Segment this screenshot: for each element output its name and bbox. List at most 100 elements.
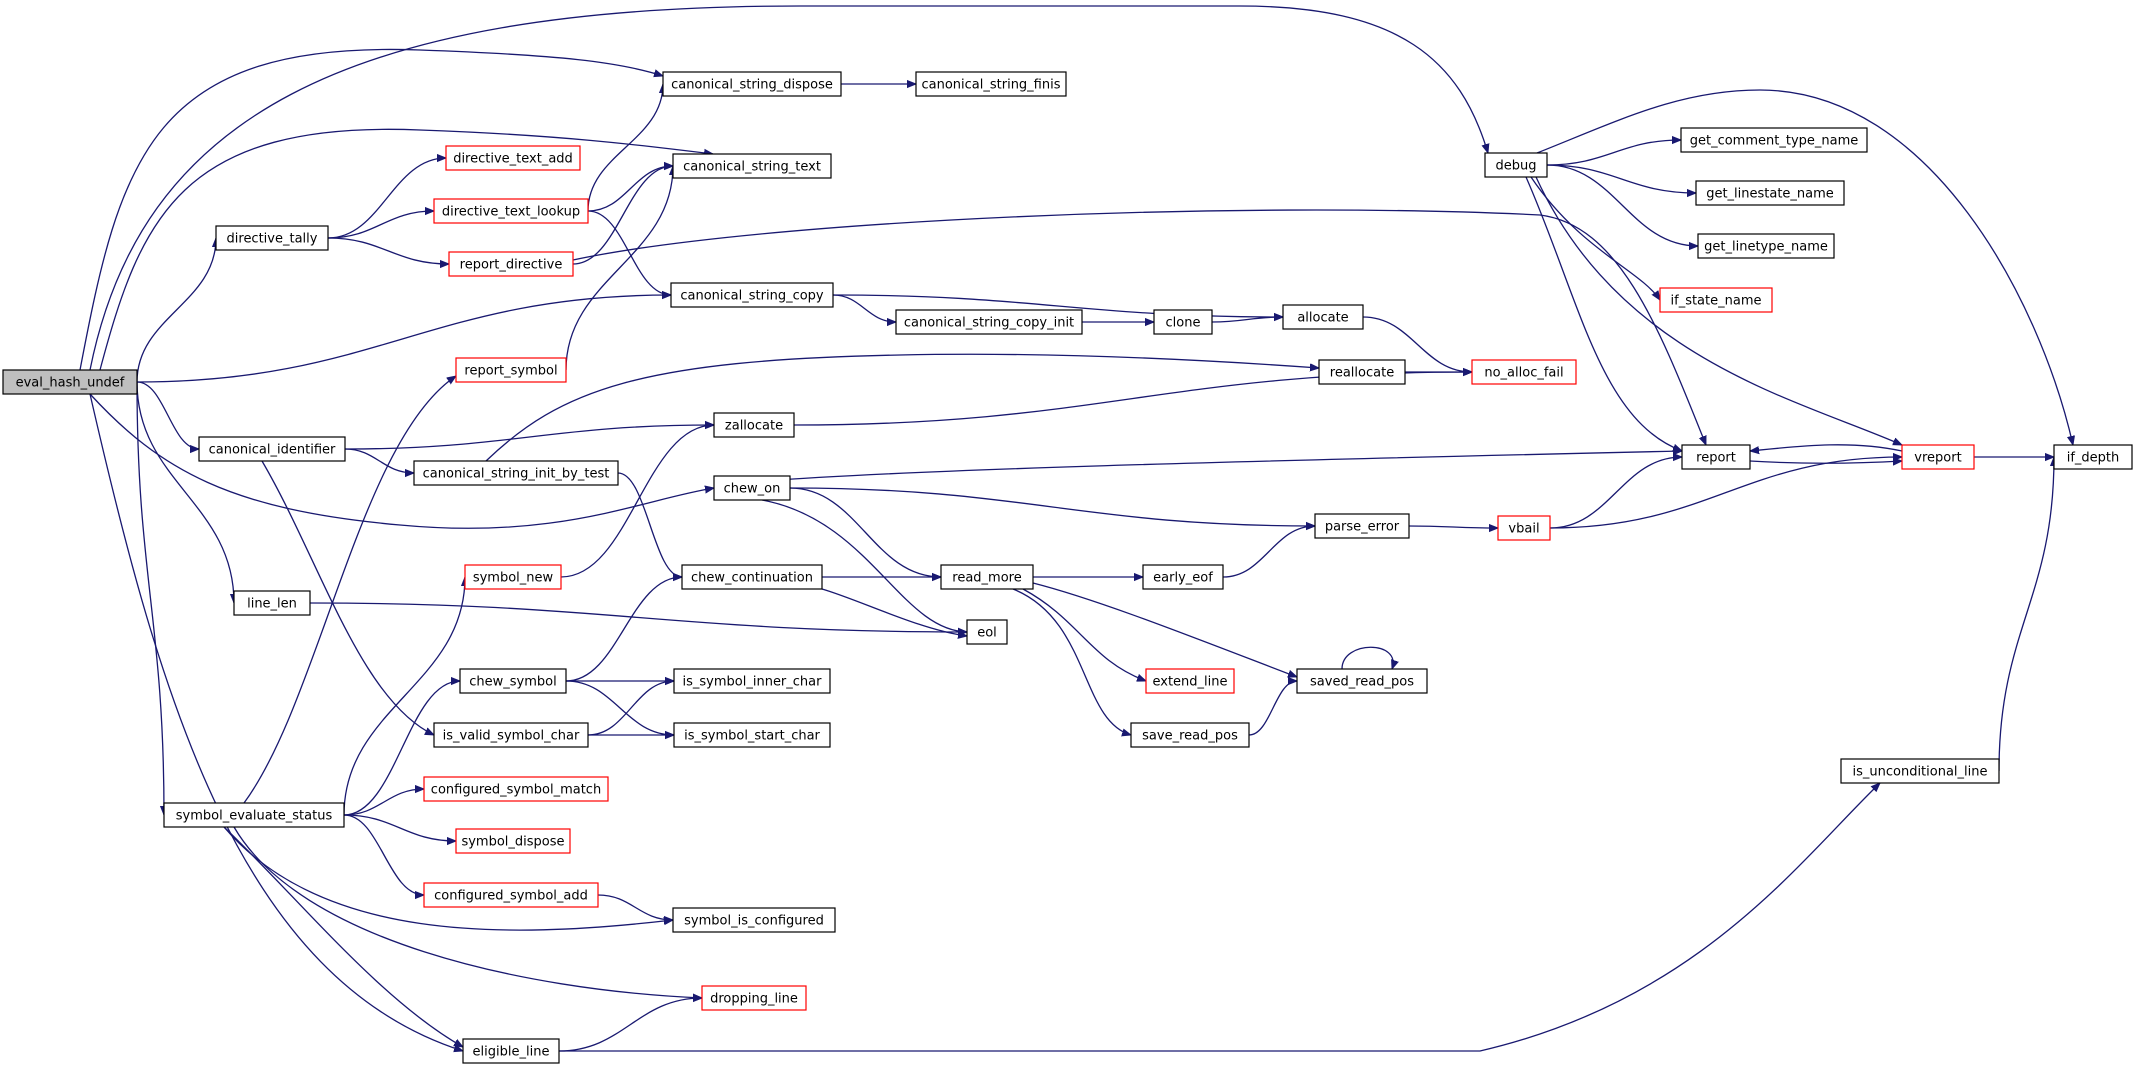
node-box	[459, 668, 567, 694]
edge-canonical_identifier-to-canonical_string_init_by_test	[344, 448, 414, 473]
node-chew_on[interactable]: chew_on	[713, 475, 791, 501]
node-label: early_eof	[1153, 571, 1213, 586]
edge-symbol_evaluate_status-to-symbol_is_configured	[223, 826, 673, 931]
node-chew_symbol[interactable]: chew_symbol	[459, 668, 567, 694]
node-canonical_string_copy[interactable]: canonical_string_copy	[670, 282, 834, 308]
node-chew_continuation[interactable]: chew_continuation	[681, 564, 823, 590]
edge-eval_hash_undef-to-chew_on	[89, 393, 714, 529]
node-box	[445, 145, 581, 171]
node-box	[2, 369, 138, 395]
node-eol[interactable]: eol	[966, 619, 1008, 645]
node-report_directive[interactable]: report_directive	[448, 251, 574, 277]
node-box	[1497, 515, 1551, 541]
node-if_state_name[interactable]: if_state_name	[1659, 287, 1773, 313]
edge-report_directive-to-report	[572, 209, 1707, 445]
node-is_symbol_inner_char[interactable]: is_symbol_inner_char	[673, 668, 831, 694]
node-directive_tally[interactable]: directive_tally	[215, 225, 329, 251]
node-box	[1282, 304, 1364, 330]
node-canonical_string_copy_init[interactable]: canonical_string_copy_init	[895, 309, 1083, 335]
node-label: chew_on	[724, 482, 781, 497]
node-directive_text_lookup[interactable]: directive_text_lookup	[433, 198, 589, 224]
node-canonical_string_text[interactable]: canonical_string_text	[672, 153, 832, 179]
node-box	[1296, 668, 1428, 694]
node-label: dropping_line	[710, 992, 798, 1007]
edge-clone-to-allocate	[1211, 317, 1283, 323]
edge-symbol_evaluate_status-to-dropping_line	[233, 826, 702, 998]
node-if_depth[interactable]: if_depth	[2053, 444, 2133, 470]
edge-symbol_evaluate_status-to-symbol_dispose	[343, 814, 456, 841]
node-box	[713, 412, 795, 438]
node-label: report	[1696, 451, 1736, 466]
node-clone[interactable]: clone	[1153, 309, 1213, 335]
edge-directive_text_lookup-to-canonical_string_dispose	[587, 84, 663, 212]
node-box	[1145, 668, 1235, 694]
edge-report_symbol-to-canonical_string_text	[565, 166, 673, 371]
node-is_valid_symbol_char[interactable]: is_valid_symbol_char	[433, 722, 589, 748]
node-read_more[interactable]: read_more	[940, 564, 1034, 590]
node-extend_line[interactable]: extend_line	[1145, 668, 1235, 694]
node-parse_error[interactable]: parse_error	[1314, 513, 1410, 539]
node-configured_symbol_match[interactable]: configured_symbol_match	[423, 776, 609, 802]
node-get_comment_type_name[interactable]: get_comment_type_name	[1680, 127, 1868, 153]
node-label: eol	[977, 626, 997, 641]
node-box	[215, 225, 329, 251]
node-box	[233, 590, 311, 616]
node-label: extend_line	[1152, 675, 1227, 690]
edge-vbail-to-vreport	[1549, 457, 1902, 529]
node-configured_symbol_add[interactable]: configured_symbol_add	[423, 882, 599, 908]
node-symbol_is_configured[interactable]: symbol_is_configured	[672, 907, 836, 933]
node-save_read_pos[interactable]: save_read_pos	[1130, 722, 1250, 748]
node-report[interactable]: report	[1681, 444, 1751, 470]
node-saved_read_pos[interactable]: saved_read_pos	[1296, 668, 1428, 694]
edge-debug-to-report	[1525, 176, 1682, 451]
node-reallocate[interactable]: reallocate	[1318, 359, 1406, 385]
node-report_symbol[interactable]: report_symbol	[455, 357, 567, 383]
node-vbail[interactable]: vbail	[1497, 515, 1551, 541]
node-get_linestate_name[interactable]: get_linestate_name	[1695, 180, 1845, 206]
edge-directive_tally-to-directive_text_add	[327, 158, 446, 239]
node-early_eof[interactable]: early_eof	[1142, 564, 1224, 590]
node-label: eval_hash_undef	[16, 376, 125, 391]
node-is_unconditional_line[interactable]: is_unconditional_line	[1840, 758, 2000, 784]
node-box	[433, 198, 589, 224]
node-no_alloc_fail[interactable]: no_alloc_fail	[1471, 359, 1577, 385]
node-allocate[interactable]: allocate	[1282, 304, 1364, 330]
node-eligible_line[interactable]: eligible_line	[462, 1038, 560, 1064]
node-directive_text_add[interactable]: directive_text_add	[445, 145, 581, 171]
edge-canonical_identifier-to-is_valid_symbol_char	[261, 460, 434, 736]
node-box	[448, 251, 574, 277]
node-box	[413, 460, 619, 486]
node-box	[455, 828, 571, 854]
node-line_len[interactable]: line_len	[233, 590, 311, 616]
node-canonical_string_dispose[interactable]: canonical_string_dispose	[662, 71, 842, 97]
node-canonical_string_init_by_test[interactable]: canonical_string_init_by_test	[413, 460, 619, 486]
edge-chew_on-to-parse_error	[789, 487, 1315, 526]
edge-allocate-to-no_alloc_fail	[1362, 316, 1472, 372]
node-dropping_line[interactable]: dropping_line	[701, 985, 807, 1011]
node-symbol_dispose[interactable]: symbol_dispose	[455, 828, 571, 854]
node-symbol_evaluate_status[interactable]: symbol_evaluate_status	[163, 802, 345, 828]
edge-vbail-to-report	[1549, 457, 1682, 529]
node-box	[423, 882, 599, 908]
node-canonical_string_finis[interactable]: canonical_string_finis	[915, 71, 1067, 97]
node-label: canonical_string_finis	[921, 78, 1060, 93]
node-label: canonical_identifier	[209, 443, 336, 458]
node-label: canonical_string_text	[683, 160, 821, 175]
node-get_linetype_name[interactable]: get_linetype_name	[1697, 233, 1835, 259]
edge-chew_on-to-report	[751, 451, 1682, 483]
node-zallocate[interactable]: zallocate	[713, 412, 795, 438]
node-canonical_identifier[interactable]: canonical_identifier	[198, 436, 346, 462]
node-debug[interactable]: debug	[1484, 152, 1548, 178]
node-symbol_new[interactable]: symbol_new	[464, 564, 562, 590]
node-label: canonical_string_copy	[680, 289, 824, 304]
node-is_symbol_start_char[interactable]: is_symbol_start_char	[673, 722, 831, 748]
edge-eligible_line-to-is_unconditional_line	[559, 783, 1880, 1052]
edge-symbol_evaluate_status-to-eligible_line	[223, 826, 463, 1047]
node-label: parse_error	[1325, 520, 1400, 535]
node-box	[673, 668, 831, 694]
edge-early_eof-to-parse_error	[1222, 526, 1315, 578]
node-eval_hash_undef[interactable]: eval_hash_undef	[2, 369, 138, 395]
edge-directive_text_lookup-to-canonical_string_copy	[587, 210, 671, 295]
node-vreport[interactable]: vreport	[1901, 444, 1975, 470]
node-label: save_read_pos	[1142, 729, 1238, 744]
